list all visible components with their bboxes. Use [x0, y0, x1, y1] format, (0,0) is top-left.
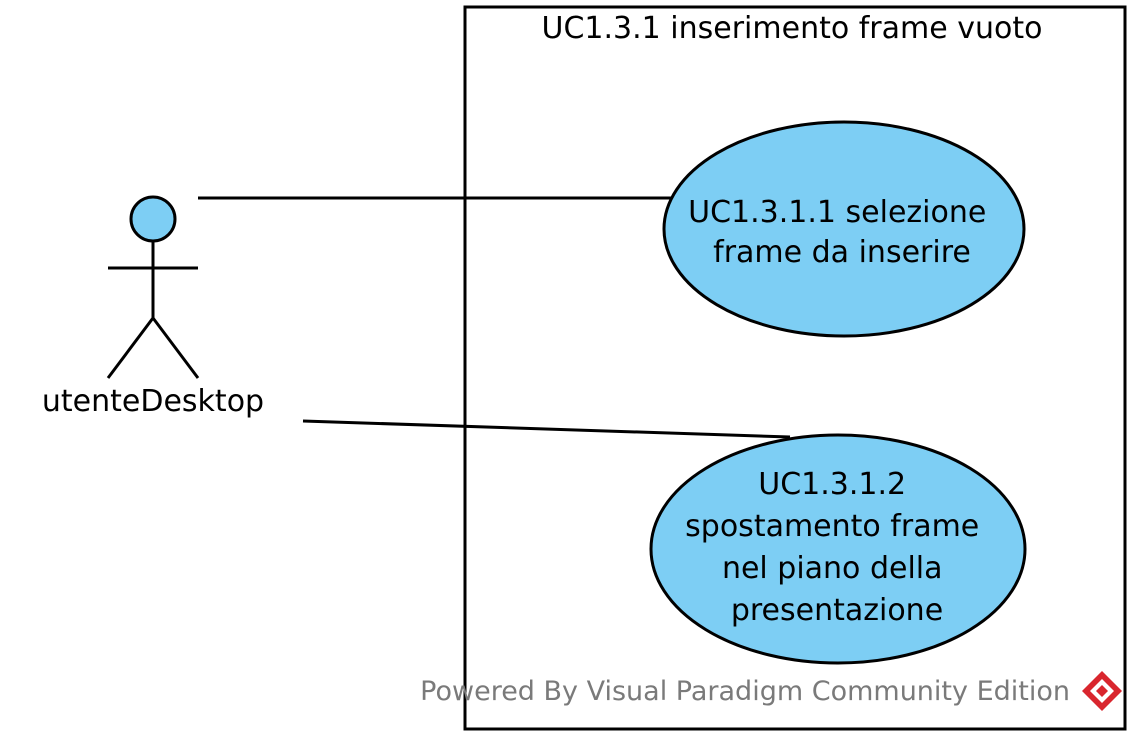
use-case-1[interactable]: UC1.3.1.1 selezione frame da inserire — [662, 120, 1026, 338]
use-case-label: UC1.3.1.2 spostamento frame nel piano de… — [685, 467, 989, 628]
association-line-2 — [302, 419, 791, 439]
use-case-label-line: UC1.3.1.2 — [758, 467, 906, 502]
use-case-label-line: UC1.3.1.1 selezione — [688, 195, 986, 230]
use-case-label: UC1.3.1.1 selezione frame da inserire — [688, 195, 996, 270]
actor-left-leg — [106, 317, 155, 379]
actor-name: utenteDesktop — [42, 384, 264, 419]
use-case-label-line: presentazione — [731, 593, 943, 628]
visual-paradigm-logo-icon — [1082, 671, 1122, 711]
use-case-label-line: frame da inserire — [713, 235, 971, 270]
use-case-label-line: spostamento frame — [685, 509, 979, 544]
use-case-2[interactable]: UC1.3.1.2 spostamento frame nel piano de… — [649, 433, 1027, 665]
actor-head — [129, 195, 177, 243]
use-case-label-line: nel piano della — [722, 551, 943, 586]
use-case-ellipse — [662, 120, 1026, 338]
actor[interactable]: utenteDesktop — [42, 195, 264, 419]
actor-right-leg — [151, 317, 200, 379]
use-case-ellipse — [649, 433, 1027, 665]
watermark-text: Powered By Visual Paradigm Community Edi… — [420, 676, 1070, 707]
system-title: UC1.3.1 inserimento frame vuoto — [542, 11, 1043, 46]
